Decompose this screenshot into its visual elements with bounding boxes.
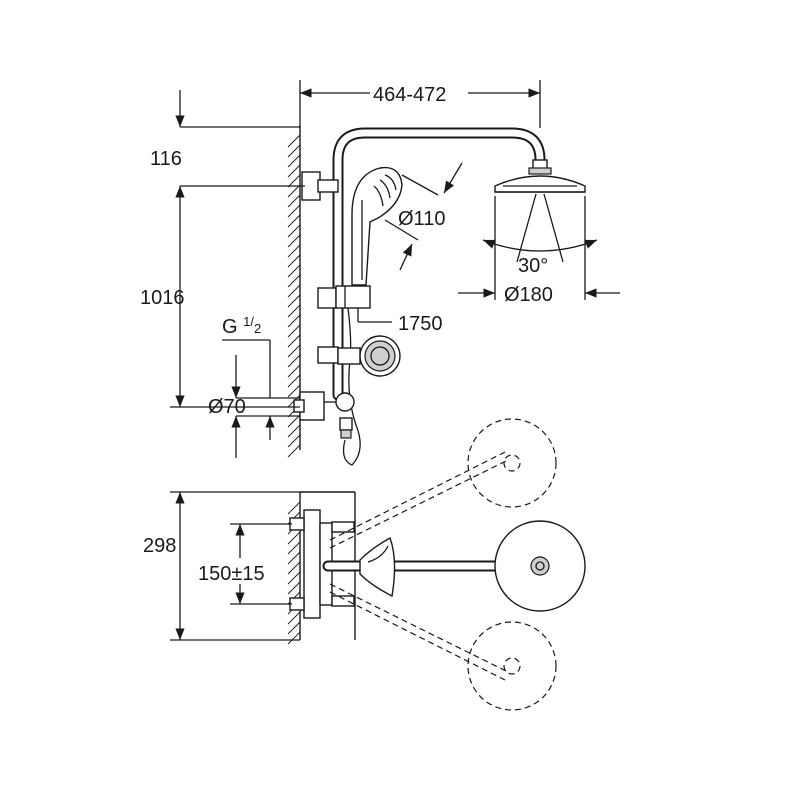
wall-hatch-line — [287, 384, 301, 398]
wall-hatch-line — [287, 424, 301, 438]
head-diameter-label: Ø180 — [504, 284, 553, 306]
wall-hatch-line — [287, 344, 301, 358]
wall-hatch-line — [287, 284, 301, 298]
wall-hatch-line — [287, 611, 301, 625]
wall-hatch-line — [287, 434, 301, 448]
slide-holder — [317, 285, 371, 309]
riser-pipe-with-arm — [332, 127, 546, 401]
hose-length-label: 1750 — [398, 313, 443, 335]
top-offset-dimension — [175, 90, 305, 187]
wall-hatch-line — [287, 314, 301, 328]
thermostat-mixer-side — [293, 391, 355, 439]
wall-hatch-line — [287, 531, 301, 545]
wall-hatch-line — [287, 254, 301, 268]
main-height-label: 1016 — [140, 287, 185, 309]
wall-hatch-line — [287, 374, 301, 388]
hand-shower-diameter-label: Ø110 — [398, 208, 445, 230]
wall-hatch-line — [287, 324, 301, 338]
wall-hatch-line — [287, 444, 301, 458]
wall-hatch-line — [287, 264, 301, 278]
wall-hatch-line — [287, 184, 301, 198]
head-shower-side — [494, 159, 586, 193]
wall-hatch-line — [287, 571, 301, 585]
connection-distance-label: 150±15 — [198, 563, 265, 585]
wall-hatch-line — [287, 174, 301, 188]
shower-hose — [342, 307, 361, 466]
top-view-height-dimension — [170, 491, 300, 641]
width-span-dimension — [299, 80, 541, 128]
wall-hatch-line — [287, 134, 301, 148]
wall-hatch-line — [287, 414, 301, 428]
spray-angle-label: 30° — [518, 255, 548, 277]
wall-hatch-line — [287, 364, 301, 378]
wall-hatch-line — [287, 164, 301, 178]
wall-hatch-line — [287, 581, 301, 595]
thread-connection-dimension — [222, 339, 300, 458]
wall-hatch-line — [287, 334, 301, 348]
wall-hatch-line — [287, 631, 301, 645]
wall-hatch-line — [287, 144, 301, 158]
wall-hatch-line — [287, 214, 301, 228]
hand-shower-holder-top — [359, 536, 396, 598]
head-diameter-dimension — [458, 196, 620, 300]
wall-hatch-line — [287, 541, 301, 555]
wall-hatch-line — [287, 621, 301, 635]
flange-diameter-label: Ø70 — [208, 396, 246, 418]
wall-hatch-line — [287, 194, 301, 208]
lower-holder-with-spray-face — [317, 335, 401, 377]
wall-hatch-line — [287, 304, 301, 318]
wall-hatch-line — [287, 561, 301, 575]
top-view-height-label: 298 — [143, 535, 176, 557]
wall-hatch-line — [287, 154, 301, 168]
wall-hatch-line — [287, 274, 301, 288]
wall-hatch-line — [287, 234, 301, 248]
spray-angle-lines — [482, 193, 598, 263]
wall-hatch-line — [287, 224, 301, 238]
hand-shower — [351, 166, 403, 286]
hose-length-callout — [357, 308, 392, 323]
head-shower-top — [494, 520, 586, 612]
thread-label: G 1/2 — [222, 314, 261, 338]
wall-hatch-line — [287, 294, 301, 308]
main-height-dimension — [170, 186, 300, 408]
connection-distance-dimension — [196, 523, 292, 605]
top-offset-label: 116 — [150, 148, 182, 170]
wall-hatch-line — [287, 244, 301, 258]
wall-hatch-line — [287, 501, 301, 515]
wall-hatch-line — [287, 551, 301, 565]
width-span-label: 464-472 — [373, 84, 446, 106]
wall-hatch-line — [287, 354, 301, 368]
upper-wall-bracket — [301, 171, 339, 201]
hand-shower-diameter-dimension — [384, 162, 463, 271]
arm-rotation-positions — [329, 418, 557, 711]
wall-hatch-line — [287, 204, 301, 218]
